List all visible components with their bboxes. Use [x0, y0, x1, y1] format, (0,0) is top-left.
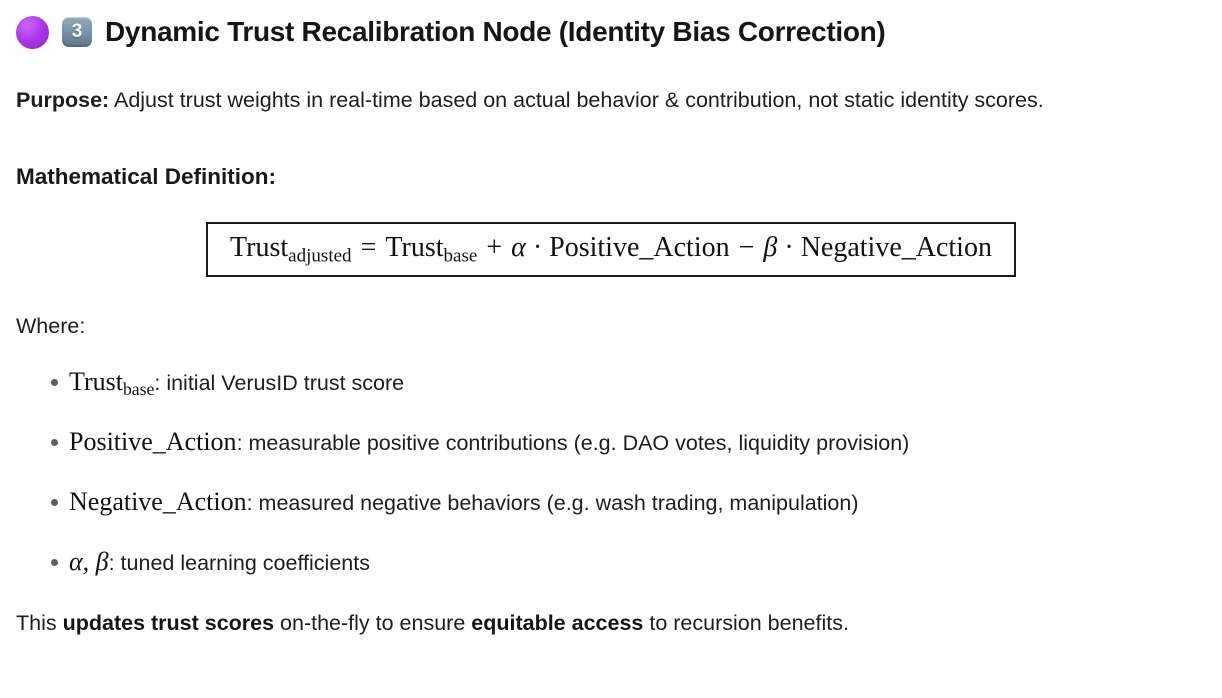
closing-paragraph: This updates trust scores on-the-fly to …: [16, 608, 1206, 638]
alpha-beta-term: α, β: [69, 547, 109, 576]
beta-symbol: β: [763, 232, 778, 263]
purpose-text: Adjust trust weights in real-time based …: [109, 88, 1044, 112]
closing-text: This: [16, 611, 63, 635]
page-title: Dynamic Trust Recalibration Node (Identi…: [105, 16, 886, 47]
closing-text: to recursion benefits.: [643, 611, 849, 635]
minus-sign: −: [738, 232, 755, 263]
dot-operator: ·: [532, 232, 543, 263]
term-subscript: base: [122, 378, 155, 399]
formula-lhs: Trust: [230, 232, 289, 263]
where-label: Where:: [16, 314, 86, 338]
positive-action-term: Positive_Action: [69, 427, 237, 456]
term-description: : measurable positive contributions (e.g…: [236, 431, 910, 455]
math-definition-heading: Mathematical Definition:: [16, 164, 277, 189]
plus-sign: +: [486, 232, 503, 263]
purpose-paragraph: Purpose: Adjust trust weights in real-ti…: [16, 78, 1206, 122]
formula-base: Trust: [385, 232, 444, 263]
list-item: Positive_Action: measurable positive con…: [16, 425, 1206, 460]
formula-lhs-subscript: adjusted: [288, 245, 352, 267]
term-text: Trust: [69, 367, 123, 396]
list-item: Negative_Action: measured negative behav…: [16, 485, 1206, 520]
closing-bold-text: updates trust scores: [62, 611, 275, 635]
purple-circle-icon: [16, 15, 49, 49]
negative-action-term: Negative_Action: [800, 232, 992, 263]
definition-list: Trustbase: initial VerusID trust score P…: [16, 365, 1206, 580]
keycap-3-icon: 3: [62, 17, 92, 47]
term-description: : tuned learning coefficients: [108, 551, 370, 575]
negative-action-term: Negative_Action: [69, 487, 247, 516]
list-item: Trustbase: initial VerusID trust score: [16, 365, 1206, 400]
term-description: : measured negative behaviors (e.g. wash…: [246, 491, 859, 515]
purpose-label: Purpose:: [16, 88, 110, 112]
section-header: 3 Dynamic Trust Recalibration Node (Iden…: [16, 13, 1206, 51]
closing-text: on-the-fly to ensure: [274, 611, 472, 635]
formula-base-subscript: base: [443, 245, 478, 267]
formula-container: Trustadjusted=Trustbase+α·Positive_Actio…: [16, 222, 1206, 277]
term-description: : initial VerusID trust score: [154, 371, 405, 395]
list-item: α, β: tuned learning coefficients: [16, 545, 1206, 580]
closing-bold-text: equitable access: [471, 611, 644, 635]
document: { "header": { "title": "Dynamic Trust Re…: [0, 13, 1222, 698]
alpha-symbol: α: [511, 232, 526, 263]
trust-base-term: Trustbase: [69, 367, 155, 399]
dot-operator: ·: [784, 232, 794, 263]
positive-action-term: Positive_Action: [549, 232, 730, 263]
formula-box: Trustadjusted=Trustbase+α·Positive_Actio…: [206, 222, 1016, 277]
equals-sign: =: [360, 232, 377, 263]
